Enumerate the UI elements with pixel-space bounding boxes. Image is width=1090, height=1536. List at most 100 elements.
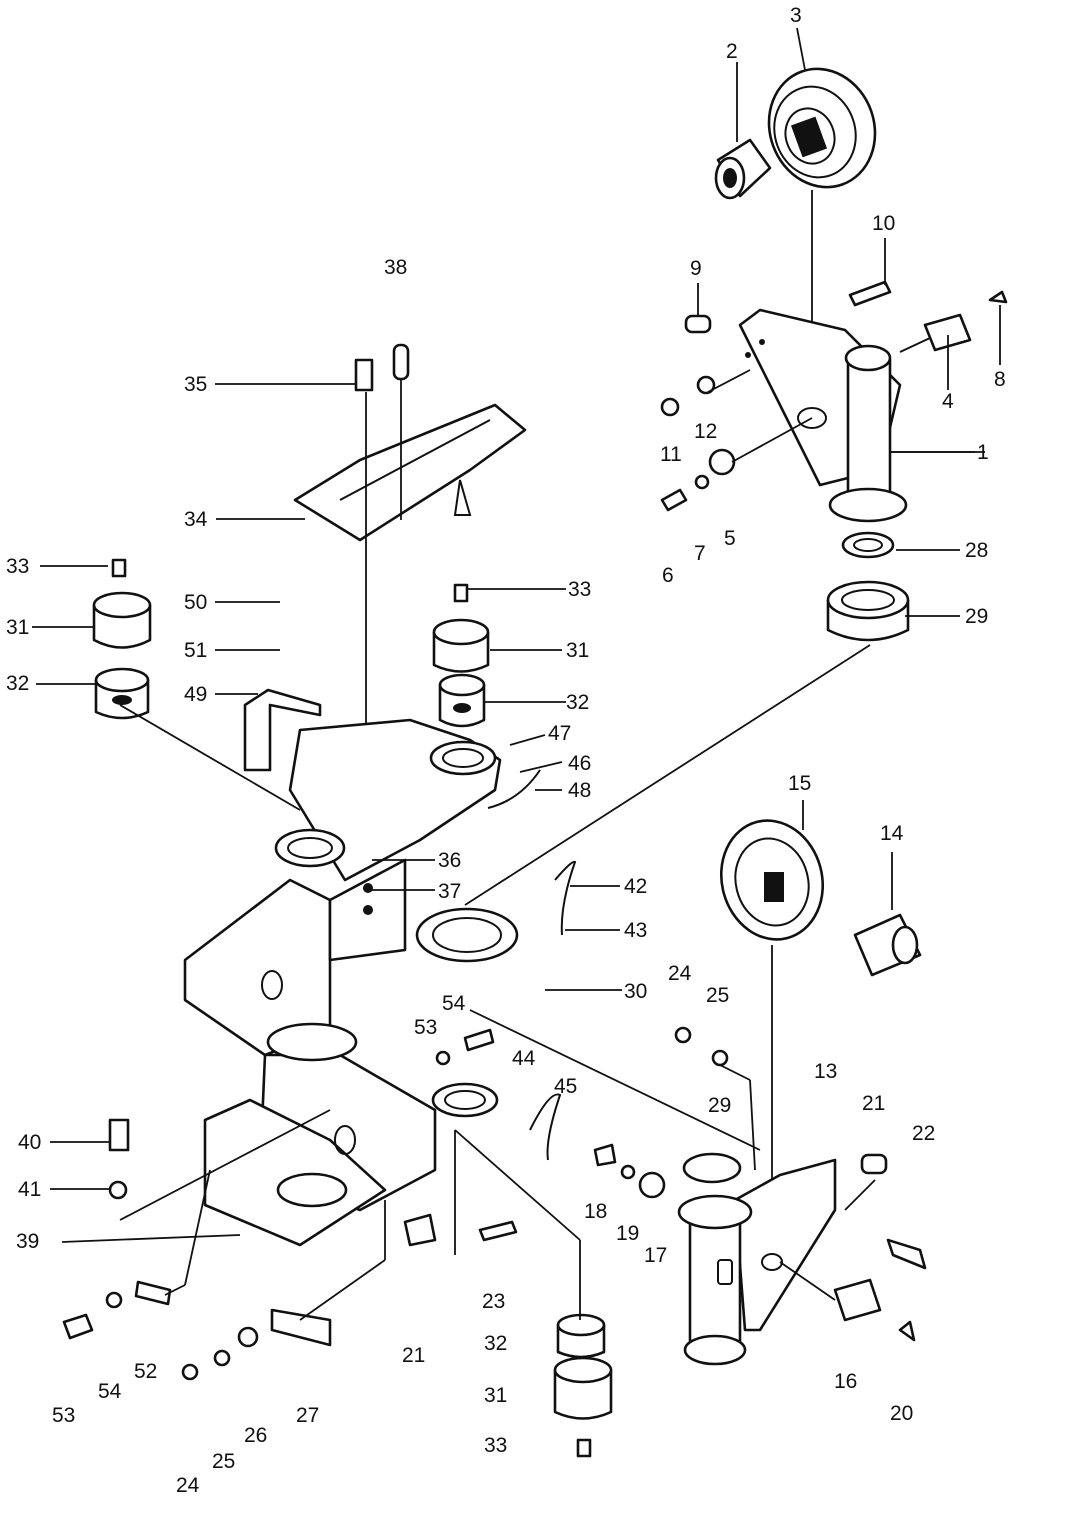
callout-32b: 32: [566, 691, 589, 714]
cap-31: [92, 591, 152, 619]
plate-17: [638, 1171, 666, 1199]
bearing-2: [714, 138, 772, 200]
callout-48: 48: [568, 779, 591, 802]
nut-24: [181, 1363, 199, 1381]
callout-12: 12: [694, 420, 717, 443]
bolt-23: [478, 1220, 518, 1242]
callout-51: 51: [184, 639, 207, 662]
washer-25: [213, 1349, 231, 1367]
grease-nipple-8: [988, 290, 1008, 304]
callout-3: 3: [790, 4, 802, 27]
bolt-40: [108, 1118, 130, 1152]
callout-43: 43: [624, 919, 647, 942]
callout-35: 35: [184, 373, 207, 396]
callout-29b: 29: [708, 1094, 731, 1117]
callout-21: 21: [862, 1092, 885, 1115]
callout-15: 15: [788, 772, 811, 795]
callout-38: 38: [384, 256, 407, 279]
callout-41: 41: [18, 1178, 41, 1201]
bolt-22: [886, 1238, 927, 1270]
callout-34: 34: [184, 508, 208, 531]
washer-19: [620, 1164, 636, 1180]
callout-9: 9: [690, 257, 702, 280]
callout-50: 50: [184, 591, 207, 614]
callout-39: 39: [16, 1230, 39, 1253]
callout-33c: 33: [484, 1434, 507, 1457]
callout-19: 19: [616, 1222, 639, 1245]
callout-45: 45: [554, 1075, 577, 1098]
callout-4: 4: [942, 390, 954, 413]
arm-1: [738, 308, 908, 523]
bushing-4: [923, 313, 972, 352]
callout-2: 2: [726, 40, 738, 63]
callout-10: 10: [872, 212, 895, 235]
callout-29: 29: [965, 605, 988, 628]
callout-6: 6: [662, 564, 674, 587]
callout-31: 31: [6, 616, 29, 639]
callout-53: 53: [52, 1404, 75, 1427]
callout-22: 22: [912, 1122, 935, 1145]
main-frame: [183, 343, 527, 1247]
callout-25b: 25: [212, 1450, 235, 1473]
bolt-6: [660, 488, 688, 512]
callout-52: 52: [134, 1360, 157, 1383]
callout-18: 18: [584, 1200, 607, 1223]
plate-5: [708, 448, 736, 476]
assembly-lines: [119, 337, 931, 1321]
lower-left-fasteners: [62, 769, 577, 1381]
washer-54: [105, 1291, 123, 1309]
nipple-20: [898, 1320, 916, 1342]
callout-46: 46: [568, 752, 591, 775]
callout-31b: 31: [566, 639, 589, 662]
lower-right-arm-assembly: [593, 819, 927, 1366]
plate-27: [270, 1308, 332, 1347]
bracket-49: [243, 688, 322, 772]
plate-34: [293, 403, 527, 542]
bolt-53: [62, 1313, 94, 1340]
callout-54b: 54: [442, 992, 466, 1015]
callout-26: 26: [244, 1424, 267, 1447]
callout-42: 42: [624, 875, 647, 898]
bolt-10: [848, 280, 892, 307]
callout-21b: 21: [402, 1344, 425, 1367]
callout-33: 33: [6, 555, 29, 578]
callout-16: 16: [834, 1370, 857, 1393]
callout-53b: 53: [414, 1016, 437, 1039]
callout-32: 32: [6, 672, 29, 695]
callout-24: 24: [668, 962, 692, 985]
washer-41: [108, 1180, 128, 1200]
pin-21b: [403, 1213, 437, 1247]
middle-bearing-stack: [432, 583, 490, 728]
bearing-32: [94, 667, 150, 693]
plate-52: [134, 1280, 172, 1306]
bushing-16: [833, 1278, 882, 1322]
callout-5: 5: [724, 527, 736, 550]
pin-38: [392, 343, 410, 381]
pulley-3: [767, 67, 877, 189]
callout-33b: 33: [568, 578, 591, 601]
washer-12: [696, 375, 716, 395]
nipple-33: [111, 558, 127, 578]
bolt-35: [354, 358, 374, 392]
base-39: [203, 1098, 387, 1247]
nut-11: [660, 397, 680, 417]
callout-27: 27: [296, 1404, 319, 1427]
washer-26: [237, 1326, 259, 1348]
callout-7: 7: [694, 542, 706, 565]
callout-40: 40: [18, 1131, 41, 1154]
pin-21: [860, 1153, 888, 1175]
callout-13: 13: [814, 1060, 837, 1083]
washer-7: [694, 474, 710, 490]
pin-9: [684, 314, 712, 334]
callout-14: 14: [880, 822, 904, 845]
callout-1: 1: [977, 441, 989, 464]
left-bearing-stack: [92, 558, 152, 720]
bearing-14: [853, 913, 922, 977]
callout-36: 36: [438, 849, 461, 872]
arm-13: [733, 1158, 837, 1332]
callout-20: 20: [890, 1402, 913, 1425]
callout-leaders: [32, 27, 1001, 1243]
callout-28: 28: [965, 539, 988, 562]
upper-right-arm-assembly: [660, 67, 1008, 642]
